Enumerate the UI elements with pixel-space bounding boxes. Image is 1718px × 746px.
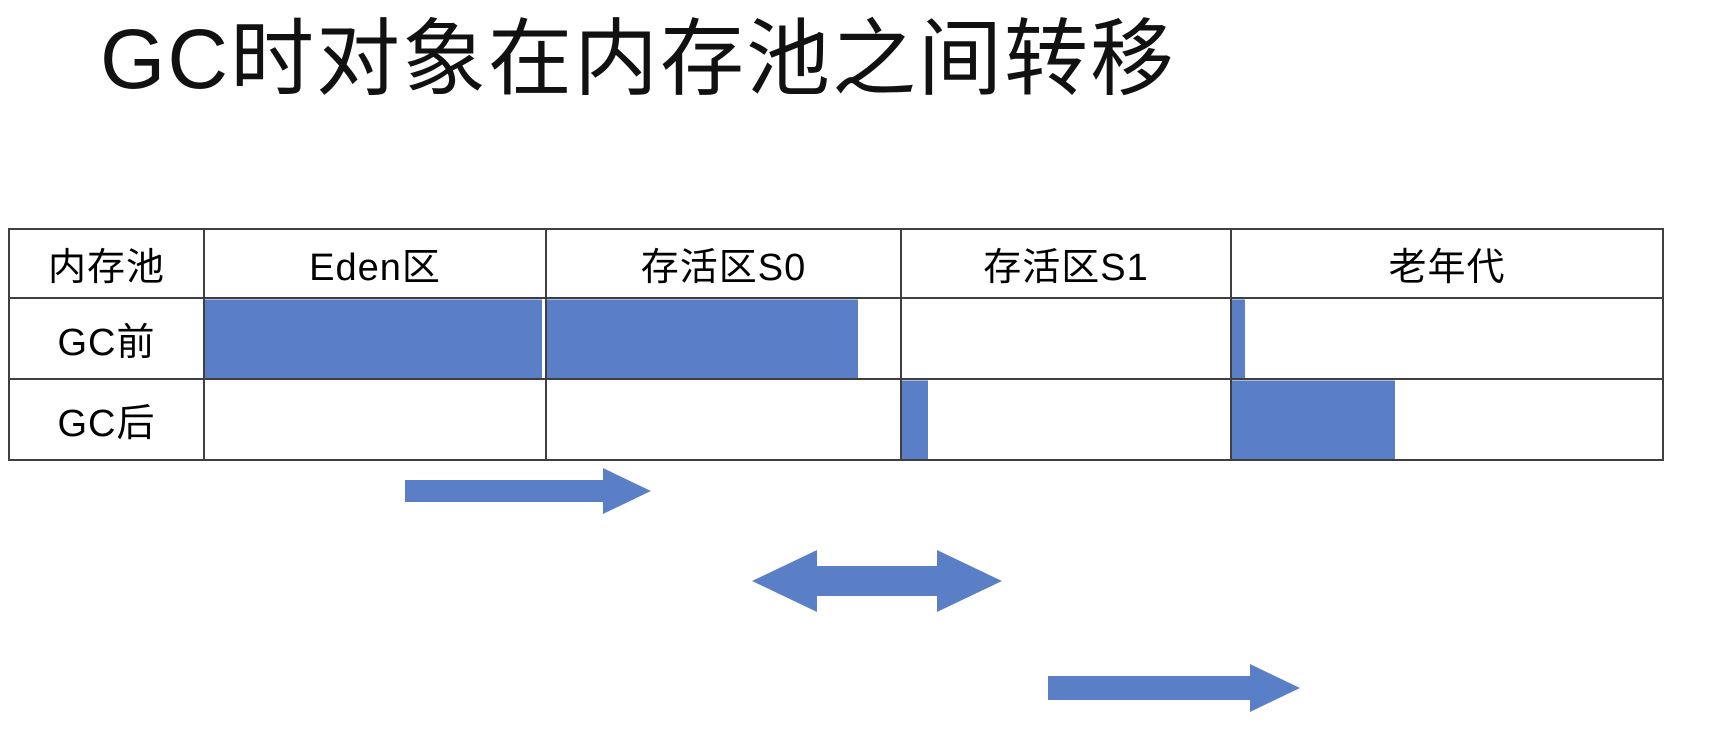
row-label-text-before-gc: GC前 (57, 322, 156, 364)
arrow-s1-to-old-icon (1048, 664, 1300, 712)
header-cell-s0: 存活区S0 (545, 228, 902, 299)
row-label-after-gc: GC后 (8, 378, 205, 461)
usage-bar-before-gc-eden (205, 299, 542, 378)
table-header-row: 内存池 Eden区 存活区S0 存活区S1 老年代 (8, 228, 1664, 299)
row-label-before-gc: GC前 (8, 297, 205, 380)
arrow-s0-to-s1-icon (752, 550, 1002, 612)
bar-container (902, 299, 1230, 378)
cell-after-gc-eden (203, 378, 547, 461)
usage-bar-before-gc-old (1232, 299, 1245, 378)
header-label-old: 老年代 (1388, 247, 1506, 289)
usage-bar-after-gc-s1 (902, 380, 929, 459)
row-label-text-after-gc: GC后 (57, 403, 156, 445)
header-label-pool: 内存池 (47, 247, 165, 289)
header-label-s1: 存活区S1 (983, 247, 1149, 289)
bar-container (1232, 380, 1662, 459)
header-label-eden: Eden区 (309, 247, 441, 289)
arrow-eden-to-s0-icon (405, 468, 651, 514)
header-label-s0: 存活区S0 (640, 247, 807, 289)
header-cell-eden: Eden区 (203, 228, 547, 299)
cell-after-gc-old (1230, 378, 1664, 461)
usage-bar-after-gc-old (1232, 380, 1396, 459)
cell-after-gc-s0 (545, 378, 902, 461)
cell-before-gc-eden (203, 297, 547, 380)
bar-container (205, 380, 545, 459)
bar-container (205, 299, 545, 378)
usage-bar-before-gc-s0 (547, 299, 858, 378)
cell-before-gc-old (1230, 297, 1664, 380)
header-cell-old: 老年代 (1230, 228, 1664, 299)
bar-container (547, 380, 900, 459)
bar-container (547, 299, 900, 378)
bar-container (1232, 299, 1662, 378)
page-title: GC时对象在内存池之间转移 (100, 12, 1177, 106)
table-row-before-gc: GC前 (8, 297, 1664, 380)
header-cell-pool: 内存池 (8, 228, 205, 299)
bar-container (902, 380, 1230, 459)
cell-before-gc-s0 (545, 297, 902, 380)
header-cell-s1: 存活区S1 (900, 228, 1232, 299)
cell-after-gc-s1 (900, 378, 1232, 461)
table-row-after-gc: GC后 (8, 378, 1664, 461)
memory-pool-table: 内存池 Eden区 存活区S0 存活区S1 老年代 GC前 (8, 228, 1664, 461)
cell-before-gc-s1 (900, 297, 1232, 380)
